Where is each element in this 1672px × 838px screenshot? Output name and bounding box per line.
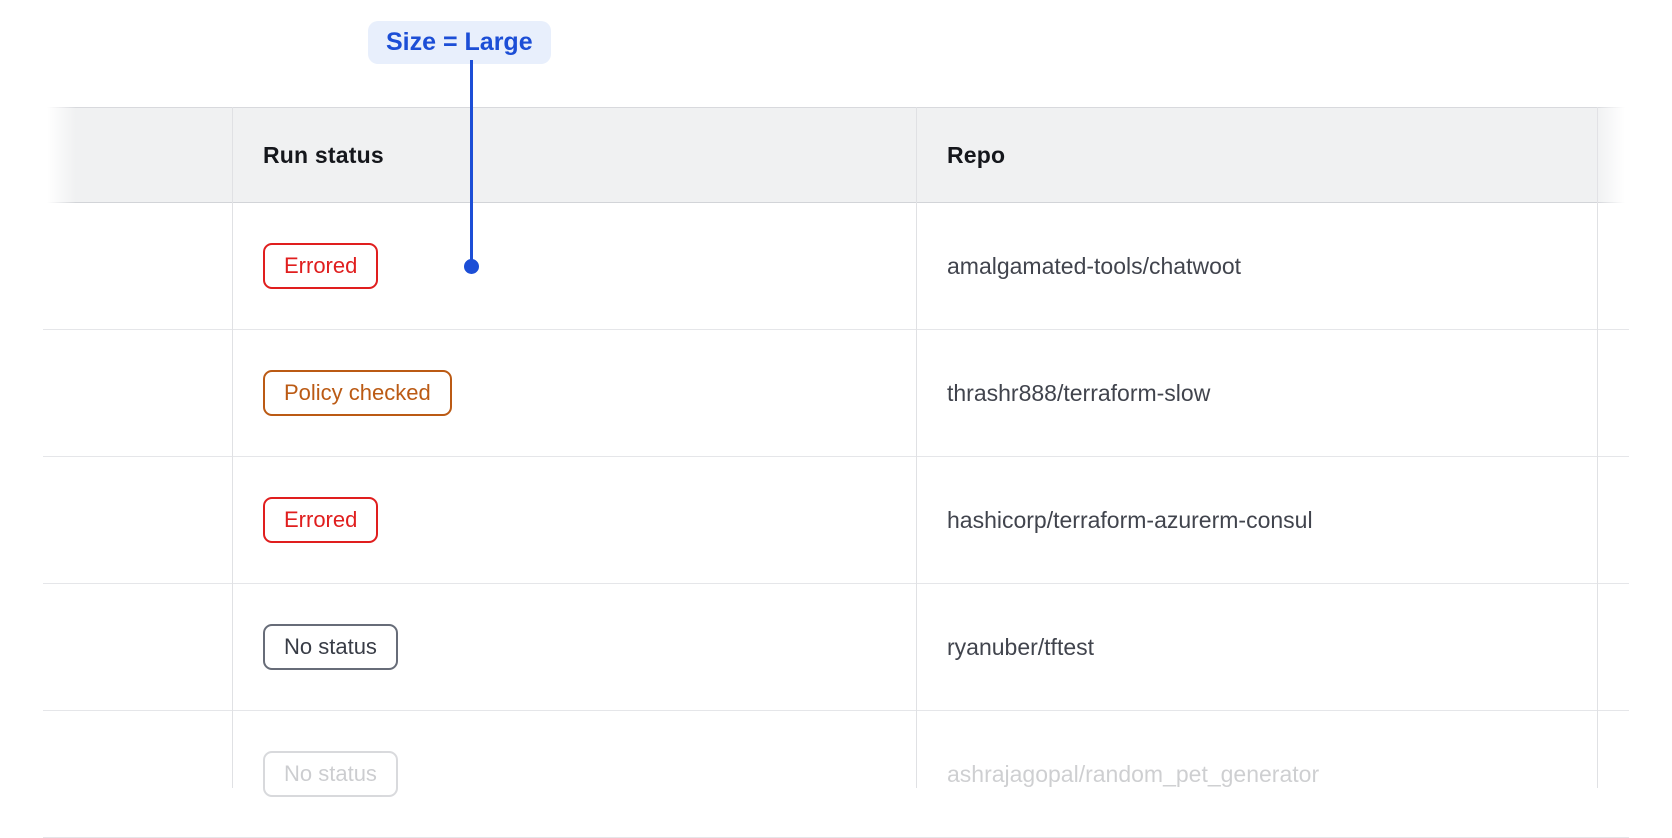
repo-cell: amalgamated-tools/chatwoot bbox=[916, 203, 1629, 329]
table-row[interactable]: Errored hashicorp/terraform-azurerm-cons… bbox=[43, 457, 1629, 584]
repo-cell-text: hashicorp/terraform-azurerm-consul bbox=[947, 506, 1313, 533]
table-body: Errored amalgamated-tools/chatwoot Polic… bbox=[43, 203, 1629, 838]
select-cell bbox=[43, 584, 232, 710]
annotation-pointer-line bbox=[470, 60, 473, 260]
run-status-cell: Errored bbox=[232, 203, 916, 329]
repo-cell-text: ryanuber/tftest bbox=[947, 633, 1095, 660]
repo-cell: ryanuber/tftest bbox=[916, 584, 1629, 710]
run-status-cell: Policy checked bbox=[232, 330, 916, 456]
run-status-badge: No status bbox=[263, 750, 398, 798]
annotation-size-large-label: Size = Large bbox=[368, 21, 551, 64]
table-row[interactable]: Policy checked thrashr888/terraform-slow bbox=[43, 330, 1629, 457]
table-header-row: Run status Repo bbox=[43, 107, 1629, 203]
header-cell-run-status: Run status bbox=[263, 141, 384, 168]
run-status-badge: Errored bbox=[263, 496, 379, 544]
select-cell bbox=[43, 330, 232, 456]
repo-cell-text: amalgamated-tools/chatwoot bbox=[947, 252, 1242, 279]
repo-cell: ashrajagopal/random_pet_generator bbox=[916, 711, 1629, 837]
table-row[interactable]: Errored amalgamated-tools/chatwoot bbox=[43, 203, 1629, 330]
select-cell bbox=[43, 203, 232, 329]
annotation-pointer-dot bbox=[464, 259, 479, 274]
repo-cell-text: ashrajagopal/random_pet_generator bbox=[947, 760, 1320, 787]
table-row[interactable]: No status ashrajagopal/random_pet_genera… bbox=[43, 711, 1629, 838]
repo-cell-text: thrashr888/terraform-slow bbox=[947, 379, 1211, 406]
column-divider bbox=[232, 107, 233, 788]
run-status-cell: Errored bbox=[232, 457, 916, 583]
select-cell bbox=[43, 711, 232, 837]
select-cell bbox=[43, 457, 232, 583]
run-status-badge: No status bbox=[263, 623, 398, 671]
header-cell-select bbox=[43, 108, 232, 202]
column-divider bbox=[916, 107, 917, 788]
runs-table: Run status Repo Errored amalgamated-tool… bbox=[42, 105, 1630, 838]
column-divider bbox=[1597, 107, 1598, 788]
run-status-cell: No status bbox=[232, 584, 916, 710]
header-cell-repo: Repo bbox=[947, 141, 1006, 168]
repo-cell: thrashr888/terraform-slow bbox=[916, 330, 1629, 456]
run-status-badge: Policy checked bbox=[263, 369, 452, 417]
repo-cell: hashicorp/terraform-azurerm-consul bbox=[916, 457, 1629, 583]
run-status-cell: No status bbox=[232, 711, 916, 837]
table-row[interactable]: No status ryanuber/tftest bbox=[43, 584, 1629, 711]
run-status-badge: Errored bbox=[263, 242, 379, 290]
